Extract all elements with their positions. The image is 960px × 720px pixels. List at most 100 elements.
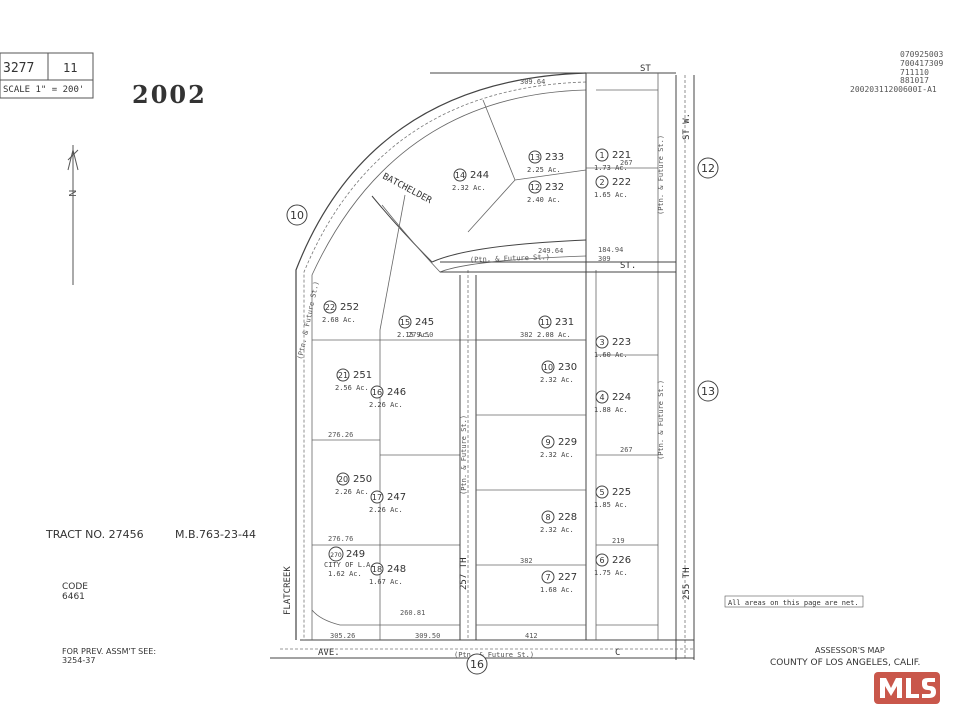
parcel-number-circle	[595, 485, 609, 499]
parcel-acreage: 2.32 Ac.	[540, 376, 574, 384]
street-255th: 255 TH	[682, 567, 692, 600]
parcel-number: 8	[545, 513, 550, 522]
parcel-number-circle	[538, 315, 552, 329]
footer: All areas on this page are net. ASSESSOR…	[724, 595, 920, 668]
page-refs: 10 12 13 16	[286, 157, 719, 675]
parcel-number: 2	[599, 178, 604, 187]
parcel-apn: 248	[387, 564, 406, 575]
street-lines	[270, 72, 695, 660]
parcel-number: 6	[599, 556, 604, 565]
parcel-number: 21	[338, 371, 348, 380]
parcel-acreage: 2.26 Ac.	[369, 401, 403, 409]
street-st-mid: ST.	[620, 261, 636, 271]
parcel-acreage: 1.62 Ac.	[328, 570, 362, 578]
street-ave: AVE.	[318, 648, 340, 658]
parcel-apn: 223	[612, 337, 631, 348]
street-257th: 257 TH	[459, 557, 469, 590]
parcel-number: 7	[545, 573, 550, 582]
tract-info: TRACT NO. 27456 M.B.763-23-44 CODE 6461 …	[45, 528, 256, 665]
mls-logo-icon	[874, 672, 940, 704]
parcel-number: 270	[330, 552, 342, 559]
parcel-acreage: 2.15 Ac.	[397, 331, 431, 339]
parcel-acreage: 2.32 Ac.	[540, 526, 574, 534]
parcel-number: 22	[325, 303, 335, 312]
street-flatcreek: FLATCREEK	[283, 566, 293, 615]
parcel-acreage: 1.60 Ac.	[594, 351, 628, 359]
page-ref-10[interactable]: 10	[290, 209, 304, 222]
parcel-number-circle	[595, 390, 609, 404]
dim-260: 260.81	[400, 609, 425, 617]
parcel-number-circle	[528, 150, 542, 164]
parcel-number: 13	[530, 153, 540, 162]
dim-279: 279.50	[408, 331, 433, 339]
tract-number: TRACT NO. 27456	[45, 528, 144, 541]
dim-267a: 267	[620, 446, 633, 454]
code-value: 6461	[62, 592, 85, 602]
page-ref-12[interactable]: 12	[701, 162, 715, 175]
north-label: N	[68, 190, 79, 197]
parcel-acreage: 1.75 Ac.	[594, 569, 628, 577]
dim-267b: 267	[620, 159, 633, 167]
street-st-w: ST W.	[682, 113, 692, 140]
dim-219: 219	[612, 537, 625, 545]
parcel-owner: CITY OF L.A.	[324, 561, 375, 569]
code-label: CODE	[62, 582, 88, 592]
county-label: COUNTY OF LOS ANGELES, CALIF.	[770, 658, 920, 668]
parcel-apn: 221	[612, 150, 631, 161]
parcel-number-circle	[595, 335, 609, 349]
ref-code: 20020311200600I-A1	[850, 85, 937, 94]
page-ref-16[interactable]: 16	[470, 658, 484, 671]
year-label: 2002	[132, 80, 207, 109]
parcel-apn: 230	[558, 362, 577, 373]
parcel-apn: 246	[387, 387, 406, 398]
parcel-apn: 225	[612, 487, 631, 498]
parcel-number-circle	[370, 385, 384, 399]
scale-label: SCALE 1" = 200'	[3, 85, 84, 95]
street-future-1: (Ptn. & Future St.)	[470, 253, 550, 264]
parcel-number: 1	[599, 151, 604, 160]
parcel-number-circle	[541, 510, 555, 524]
street-st-top: ST	[640, 64, 651, 74]
parcel-acreage: 2.26 Ac.	[335, 488, 369, 496]
parcel-acreage: 2.08 Ac.	[537, 331, 571, 339]
parcel-number: 18	[372, 565, 382, 574]
parcel-apn: 224	[612, 392, 631, 403]
parcel-number: 16	[372, 388, 382, 397]
parcel-223[interactable]: 223 3 1.60 Ac.	[594, 335, 631, 359]
parcel-number-circle	[323, 300, 337, 314]
parcel-number-circle	[528, 180, 542, 194]
parcel-number-circle	[595, 175, 609, 189]
street-future-3: (Ptn. & Future St.)	[296, 280, 320, 360]
prev-label: FOR PREV. ASSM'T SEE:	[62, 647, 156, 656]
parcel-number: 3	[599, 338, 604, 347]
parcel-apn: 232	[545, 182, 564, 193]
dim-309b: 309	[598, 255, 611, 263]
dim-305: 305.26	[330, 632, 355, 640]
parcel-246[interactable]: 246 16 2.26 Ac.	[369, 385, 406, 409]
parcel-number: 17	[372, 493, 382, 502]
parcel-acreage: 2.25 Ac.	[527, 166, 561, 174]
parcel-lines	[311, 99, 676, 640]
page-ref-13[interactable]: 13	[701, 385, 715, 398]
